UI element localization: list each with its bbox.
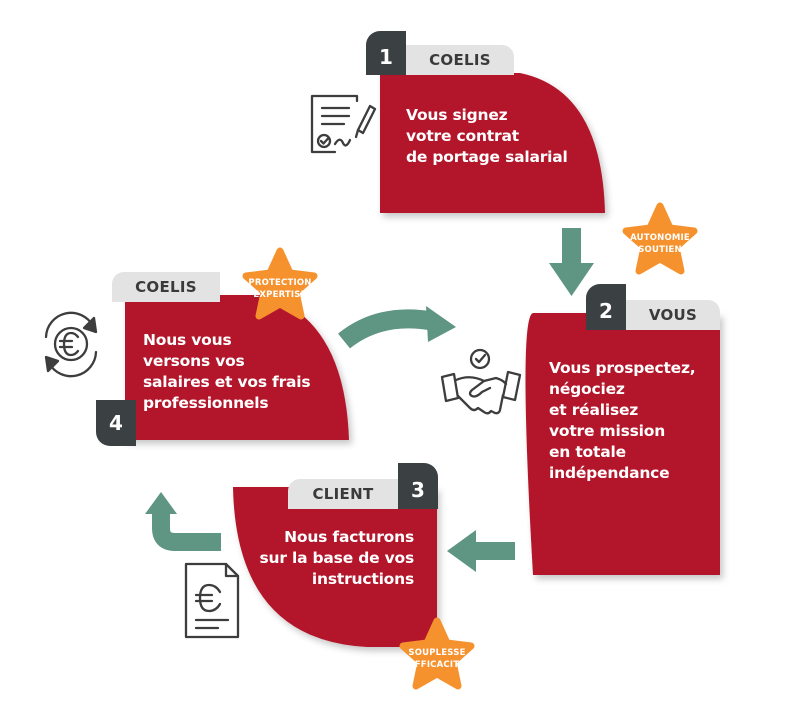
badge-souplesse-text: SOUPLESSE EFFICACITÉ xyxy=(408,648,466,670)
step-4-actor-label: COELIS xyxy=(112,272,220,302)
step-1-actor-label: COELIS xyxy=(406,45,514,75)
step-3-text: Nous facturons sur la base de vos instru… xyxy=(259,528,414,588)
step-3-actor-label: CLIENT xyxy=(288,479,398,509)
step-4-panel xyxy=(125,295,349,440)
step-2-text: Vous prospectez, négociez et réalisez vo… xyxy=(549,359,696,482)
badge-star-autonomie xyxy=(622,202,698,275)
step-4-number: 4 xyxy=(96,400,136,446)
signed-contract-icon xyxy=(310,94,377,154)
badge-protection-text: PROTECTION EXPERTISE xyxy=(248,278,312,300)
handshake-icon xyxy=(440,348,522,415)
step-2-panel xyxy=(525,313,720,575)
step-1-number: 1 xyxy=(366,31,406,75)
arrow-curved-right xyxy=(338,306,456,349)
step-2-actor-label: VOUS xyxy=(626,300,720,330)
step-3-number: 3 xyxy=(398,463,438,509)
euro-cycle-icon xyxy=(44,311,98,378)
step-1-panel xyxy=(380,73,605,213)
step-3-panel xyxy=(233,487,437,647)
badge-autonomie-text: AUTONOMIE SOUTIEN xyxy=(630,233,690,255)
euro-invoice-icon xyxy=(184,562,240,639)
badge-star-souplesse xyxy=(399,617,475,690)
step-4-text: Nous vous versons vos salaires et vos fr… xyxy=(143,331,311,412)
arrow-curved-up xyxy=(145,492,221,551)
arrow-left xyxy=(447,530,515,572)
step-1-text: Vous signez votre contrat de portage sal… xyxy=(406,106,568,166)
badge-star-protection xyxy=(242,247,318,320)
step-2-number-badge: 2 xyxy=(586,284,626,330)
arrow-down xyxy=(549,228,594,296)
